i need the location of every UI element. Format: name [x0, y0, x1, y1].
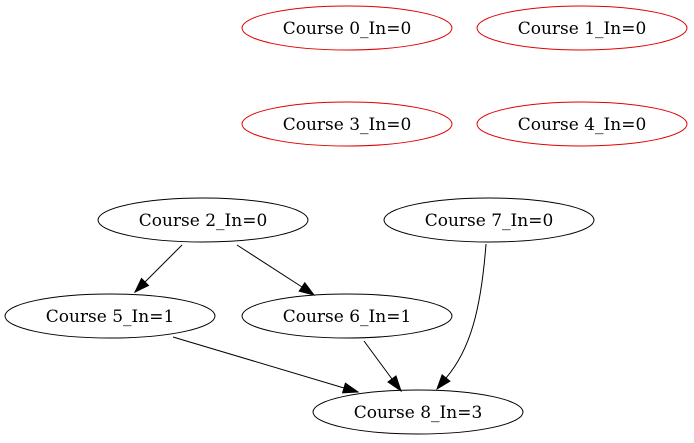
node-course-1-label: Course 1_In=0 — [518, 19, 647, 39]
node-course-2-ellipse — [97, 197, 309, 243]
node-course-7-label: Course 7_In=0 — [425, 211, 554, 231]
arrowhead — [436, 373, 451, 391]
arrowhead — [341, 382, 360, 394]
node-course-3-ellipse — [241, 101, 453, 147]
edge-course-6-to-course-8 — [363, 340, 402, 393]
node-course-0-ellipse — [241, 5, 453, 51]
node-course-0-label: Course 0_In=0 — [283, 19, 412, 39]
edge-line — [172, 336, 345, 389]
arrowhead — [133, 277, 150, 294]
node-course-5-label: Course 5_In=1 — [46, 307, 175, 327]
node-course-4-label: Course 4_In=0 — [518, 115, 647, 135]
node-course-5: Course 5_In=1 — [4, 293, 216, 339]
node-course-8-ellipse — [312, 389, 524, 435]
edge-course-7-to-course-8 — [436, 243, 487, 391]
edges-layer — [133, 243, 487, 394]
node-course-6-label: Course 6_In=1 — [283, 307, 412, 327]
node-course-3: Course 3_In=0 — [241, 101, 453, 147]
node-course-6-ellipse — [241, 293, 453, 339]
node-course-8: Course 8_In=3 — [312, 389, 524, 435]
edge-line — [363, 340, 393, 380]
node-course-1-ellipse — [476, 5, 688, 51]
node-course-2: Course 2_In=0 — [97, 197, 309, 243]
node-course-1: Course 1_In=0 — [476, 5, 688, 51]
node-course-2-label: Course 2_In=0 — [139, 211, 268, 231]
nodes-layer: Course 0_In=0 Course 1_In=0 Course 3_In=… — [4, 5, 688, 435]
edge-course-5-to-course-8 — [172, 336, 360, 394]
edge-course-2-to-course-5 — [133, 244, 183, 294]
node-course-7-ellipse — [383, 197, 595, 243]
edge-line — [144, 244, 183, 283]
node-course-4-ellipse — [476, 101, 688, 147]
node-course-4: Course 4_In=0 — [476, 101, 688, 147]
node-course-0: Course 0_In=0 — [241, 5, 453, 51]
node-course-7: Course 7_In=0 — [383, 197, 595, 243]
edge-line — [445, 243, 487, 379]
arrowhead — [298, 281, 316, 296]
edge-course-2-to-course-6 — [236, 244, 316, 296]
node-course-5-ellipse — [4, 293, 216, 339]
node-course-8-label: Course 8_In=3 — [354, 403, 483, 423]
node-course-3-label: Course 3_In=0 — [283, 115, 412, 135]
arrowhead — [387, 375, 402, 393]
edge-line — [236, 244, 303, 288]
node-course-6: Course 6_In=1 — [241, 293, 453, 339]
